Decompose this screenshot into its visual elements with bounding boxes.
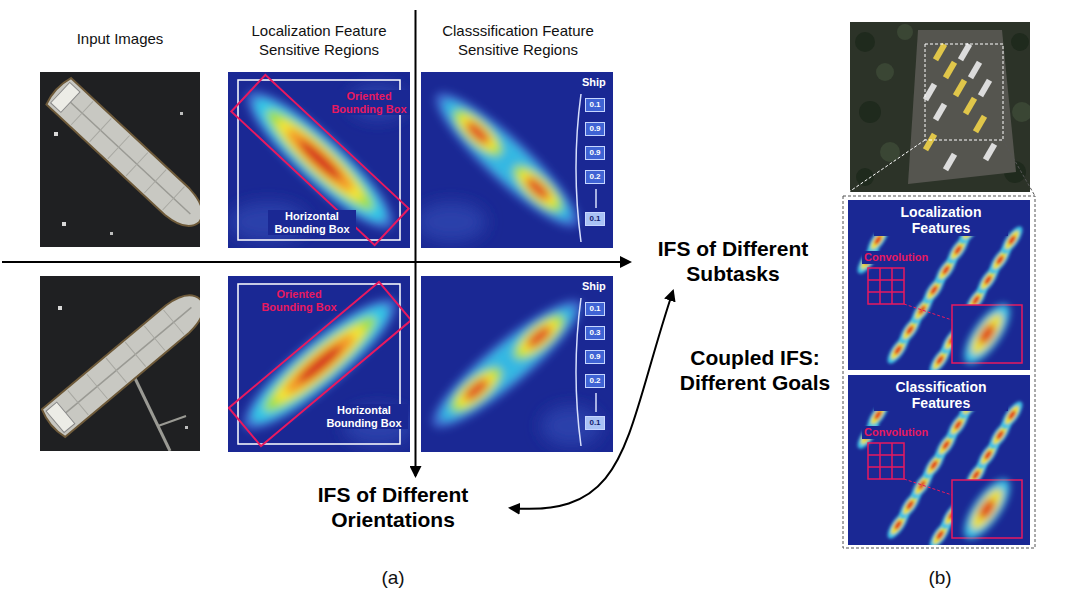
score-box: 0.1 (585, 416, 605, 430)
axis-label: IFS of Different Orientations (278, 482, 508, 534)
panel-title: Localization Features (874, 204, 1008, 236)
axis-text: IFS of Different Orientations (278, 482, 508, 532)
convolution-label: Convolution (862, 251, 930, 264)
axis-text: IFS of Different Subtasks (633, 236, 833, 286)
classification-heatmap: Ship 0.1 0.3 0.9 0.2 0.1 (421, 276, 613, 452)
edge-label: Coupled IFS: Different Goals (665, 345, 845, 395)
score-value: 0.9 (589, 352, 601, 362)
score-box: 0.1 (585, 98, 605, 112)
panel-label: (a) (363, 566, 423, 590)
score-box: 0.1 (585, 302, 605, 316)
axis-label: IFS of Different Subtasks (633, 236, 833, 288)
curved-connector (510, 291, 673, 509)
oriented-box-label: Oriented Bounding Box (328, 90, 410, 115)
score-box: 0.3 (585, 326, 605, 340)
score-value: 0.1 (589, 214, 601, 224)
score-box: 0.9 (585, 146, 605, 160)
convolution-label: Convolution (862, 426, 930, 439)
feature-map-panel: Localization FeaturesConvolution (848, 200, 1030, 370)
score-value: 0.1 (589, 304, 601, 314)
score-value: 0.1 (589, 100, 601, 110)
score-box: 0.1 (585, 212, 605, 226)
column-header: Localization Feature Sensitive Regions (234, 22, 404, 60)
class-name: Ship (580, 280, 608, 293)
column-header: Input Images (45, 30, 195, 49)
panel-label: (b) (910, 566, 970, 590)
score-box: 0.9 (585, 350, 605, 364)
score-value: 0.3 (589, 328, 601, 338)
feature-map-panel: Classification FeaturesConvolution (848, 375, 1030, 545)
class-name: Ship (580, 76, 608, 89)
oriented-box-label: Oriented Bounding Box (258, 288, 340, 313)
localization-heatmap: Oriented Bounding BoxHorizontal Bounding… (228, 276, 410, 452)
score-box: 0.2 (585, 170, 605, 184)
score-value: 0.2 (589, 376, 601, 386)
score-value: 0.9 (589, 124, 601, 134)
localization-heatmap: Oriented Bounding BoxHorizontal Bounding… (228, 72, 410, 248)
score-value: 0.1 (589, 418, 601, 428)
horizontal-box-label: Horizontal Bounding Box (268, 210, 356, 235)
panel-title: Classification Features (874, 379, 1008, 411)
score-value: 0.9 (589, 148, 601, 158)
score-value: 0.2 (589, 172, 601, 182)
horizontal-box-label: Horizontal Bounding Box (320, 404, 408, 429)
column-header: Classsification Feature Sensitive Region… (422, 22, 614, 60)
classification-heatmap: Ship 0.1 0.9 0.9 0.2 0.1 (421, 72, 613, 248)
score-box: 0.9 (585, 122, 605, 136)
score-box: 0.2 (585, 374, 605, 388)
